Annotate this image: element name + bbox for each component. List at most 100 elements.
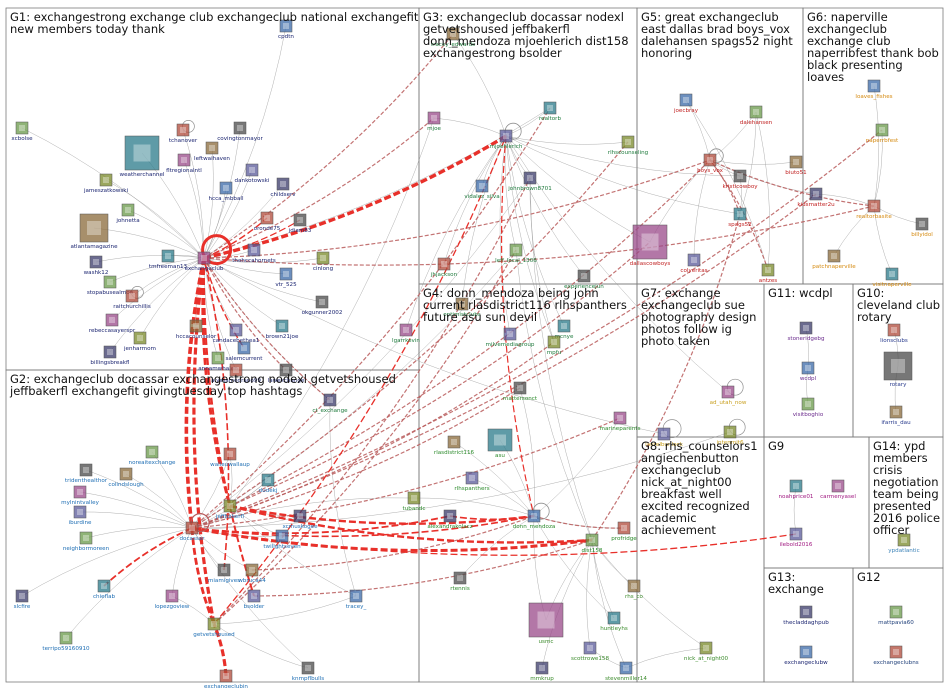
node-rlhspanthers[interactable]: rlhspanthers <box>454 471 490 492</box>
node-antzes[interactable]: antzes <box>759 263 778 284</box>
node-biuto51[interactable]: biuto51 <box>785 155 807 176</box>
node-oronde75[interactable]: oronde75 <box>254 211 281 232</box>
node-noreaitexchange[interactable]: noreaitexchange <box>129 445 176 466</box>
node-realtorbasite[interactable]: realtorbasite <box>856 199 892 220</box>
node-laurelbunlock[interactable]: laurelbunlock <box>645 427 684 448</box>
node-mpfu[interactable]: mpfu <box>547 335 562 356</box>
node-stevenmiller14[interactable]: stevenmiller14 <box>605 661 647 682</box>
node-johnetta[interactable]: johnetta <box>115 203 140 224</box>
node-leftwaihaven[interactable]: leftwaihaven <box>194 141 230 162</box>
node-weatherchannel[interactable]: weatherchannel <box>120 135 165 178</box>
node-raitchurchillis[interactable]: raitchurchillis <box>113 289 151 310</box>
node-mjoehlerich[interactable]: mjoehlerich <box>490 129 523 150</box>
node-exchangeclubw[interactable]: exchangeclubw <box>784 645 828 666</box>
node-iburdine[interactable]: iburdine <box>69 505 93 526</box>
node-milvemediagroup[interactable]: milvemediagroup <box>486 327 535 348</box>
node-bsolder[interactable]: bsolder <box>244 589 265 610</box>
node-billingsbreakfl[interactable]: billingsbreakfl <box>90 345 130 366</box>
node-chieflab[interactable]: chieflab <box>93 579 116 600</box>
node-realtorb[interactable]: realtorb <box>539 101 562 122</box>
node-candacebethea1[interactable]: candacebethea1 <box>213 323 260 344</box>
node-ypdatlantic[interactable]: ypdatlantic <box>888 533 920 554</box>
node-visitboghio[interactable]: visitboghio <box>793 397 824 418</box>
node-vidalez_silva[interactable]: vidalez_silva <box>464 179 500 200</box>
node-dist158[interactable]: dist158 <box>582 533 603 554</box>
node-lionsclubs[interactable]: lionsclubs <box>880 323 908 344</box>
node-mylnintvalley[interactable]: mylnintvalley <box>61 485 100 506</box>
node-walleuwallaup[interactable]: walleuwallaup <box>210 447 250 468</box>
node-stoneridgebg[interactable]: stoneridgebg <box>787 321 825 342</box>
node-ifarris_dau[interactable]: ifarris_dau <box>881 405 911 426</box>
node-exchangeclubin[interactable]: exchangeclubin <box>204 669 248 688</box>
node-xcmuskogee[interactable]: xcmuskogee <box>282 509 318 530</box>
node-slcfire[interactable]: slcfire <box>14 589 31 610</box>
node-mmkrup[interactable]: mmkrup <box>530 661 554 682</box>
node-jdiam83[interactable]: jdiam83 <box>288 213 312 234</box>
node-ct_exchange[interactable]: ct_exchange <box>312 393 348 414</box>
node-tracey_[interactable]: tracey_ <box>346 589 367 610</box>
node-mjoe[interactable]: mjoe <box>427 111 441 132</box>
node-tubandc[interactable]: tubandc <box>403 491 426 512</box>
node-cinlong[interactable]: cinlong <box>313 251 334 272</box>
node-scottrowe158[interactable]: scottrowe158 <box>571 641 610 662</box>
node-rtennis[interactable]: rtennis <box>450 571 470 592</box>
node-rhs_co[interactable]: rhs_co <box>625 579 644 600</box>
node-xcbolse[interactable]: xcbolse <box>11 121 33 142</box>
node-annamwhalen[interactable]: annamwhalen <box>198 351 238 372</box>
node-profridge[interactable]: profridge <box>611 521 637 542</box>
node-lgarrkevin[interactable]: lgarrkevin <box>392 323 420 344</box>
node-marineparents[interactable]: marineparents <box>600 411 641 432</box>
node-covingtonmayor[interactable]: covingtonmayor <box>217 121 263 142</box>
node-huntleyhs[interactable]: huntleyhs <box>600 611 628 632</box>
node-ad_utah_now[interactable]: ad_utah_now <box>710 385 747 406</box>
node-experiencejun[interactable]: experiencejun <box>564 269 604 290</box>
node-colindslough[interactable]: colindslough <box>108 467 144 488</box>
node-kristicowboy[interactable]: kristicowboy <box>722 169 758 190</box>
node-wbruca44[interactable]: wbruca44 <box>238 563 266 584</box>
node-wcdpl[interactable]: wcdpl <box>800 361 817 382</box>
node-spags52[interactable]: spags52 <box>728 207 752 228</box>
node-fltregionalntl[interactable]: fltregionalntl <box>166 153 202 174</box>
node-childserv[interactable]: childserv <box>270 177 296 198</box>
node-billyidol[interactable]: billyidol <box>911 217 933 238</box>
node-neighbormoreen[interactable]: neighbormoreen <box>63 531 110 552</box>
node-patchnaperville[interactable]: patchnaperville <box>812 249 856 270</box>
node-intenmit6[interactable]: intenmit6 <box>716 425 744 446</box>
node-dallascowboys[interactable]: dallascowboys <box>630 224 671 267</box>
node-mcnye[interactable]: mcnye <box>555 319 574 340</box>
node-tmfreeman13[interactable]: tmfreeman13 <box>149 249 188 270</box>
node-kidsmatter2u[interactable]: kidsmatter2u <box>797 187 835 208</box>
node-terripo59160910[interactable]: terripo59160910 <box>42 631 90 652</box>
node-stopabusealmon[interactable]: stopabusealmon <box>87 275 134 296</box>
node-jenharmom[interactable]: jenharmom <box>123 331 156 352</box>
node-atlantamagazine[interactable]: atlantamagazine <box>70 213 118 250</box>
node-jeffbakerfl[interactable]: jeffbakerfl <box>215 499 244 520</box>
node-rebeccasayerspr[interactable]: rebeccasayerspr <box>89 313 136 334</box>
node-rotary[interactable]: rotary <box>883 351 913 388</box>
node-tridenthealthor[interactable]: tridenthealthor <box>65 463 108 484</box>
node-knmpflbulls[interactable]: knmpflbulls <box>292 661 325 682</box>
node-twilightseven[interactable]: twilightseven <box>263 529 301 550</box>
node-leff_local_1306[interactable]: leff_local_1306 <box>495 243 537 264</box>
node-tchanover[interactable]: tchanover <box>169 123 198 144</box>
node-noahprice01[interactable]: noahprice01 <box>779 479 814 500</box>
node-boys_vox[interactable]: boys_vox <box>697 153 724 174</box>
node-mattpavia60[interactable]: mattpavia60 <box>878 605 914 626</box>
node-carmenyasel[interactable]: carmenyasel <box>820 479 856 500</box>
node-getvetshoused[interactable]: getvetshoused <box>193 617 235 638</box>
node-cpdtn[interactable]: cpdtn <box>278 19 294 40</box>
node-alexandrakolacz[interactable]: alexandrakolacz <box>427 509 473 530</box>
node-miamigives[interactable]: miamigives <box>208 563 240 584</box>
node-asu[interactable]: asu <box>487 428 513 459</box>
node-thehccahornets[interactable]: thehccahornets <box>232 243 276 264</box>
node-hcca_mbball[interactable]: hcca_mbball <box>208 181 244 202</box>
node-thecladdaghpub[interactable]: thecladdaghpub <box>783 605 829 626</box>
node-optimistclubs[interactable]: optimistclubs <box>443 297 481 318</box>
node-vtr_525[interactable]: vtr_525 <box>275 267 297 288</box>
node-joecbray[interactable]: joecbray <box>673 93 699 114</box>
node-jhjackson[interactable]: jhjackson <box>430 257 458 278</box>
node-hccacounselor[interactable]: hccacounselor <box>176 319 217 340</box>
node-rlasdistrict116[interactable]: rlasdistrict116 <box>434 435 475 456</box>
node-exchangeclub[interactable]: exchangeclub <box>185 251 224 272</box>
node-nick_at_night00[interactable]: nick_at_night00 <box>684 641 729 662</box>
